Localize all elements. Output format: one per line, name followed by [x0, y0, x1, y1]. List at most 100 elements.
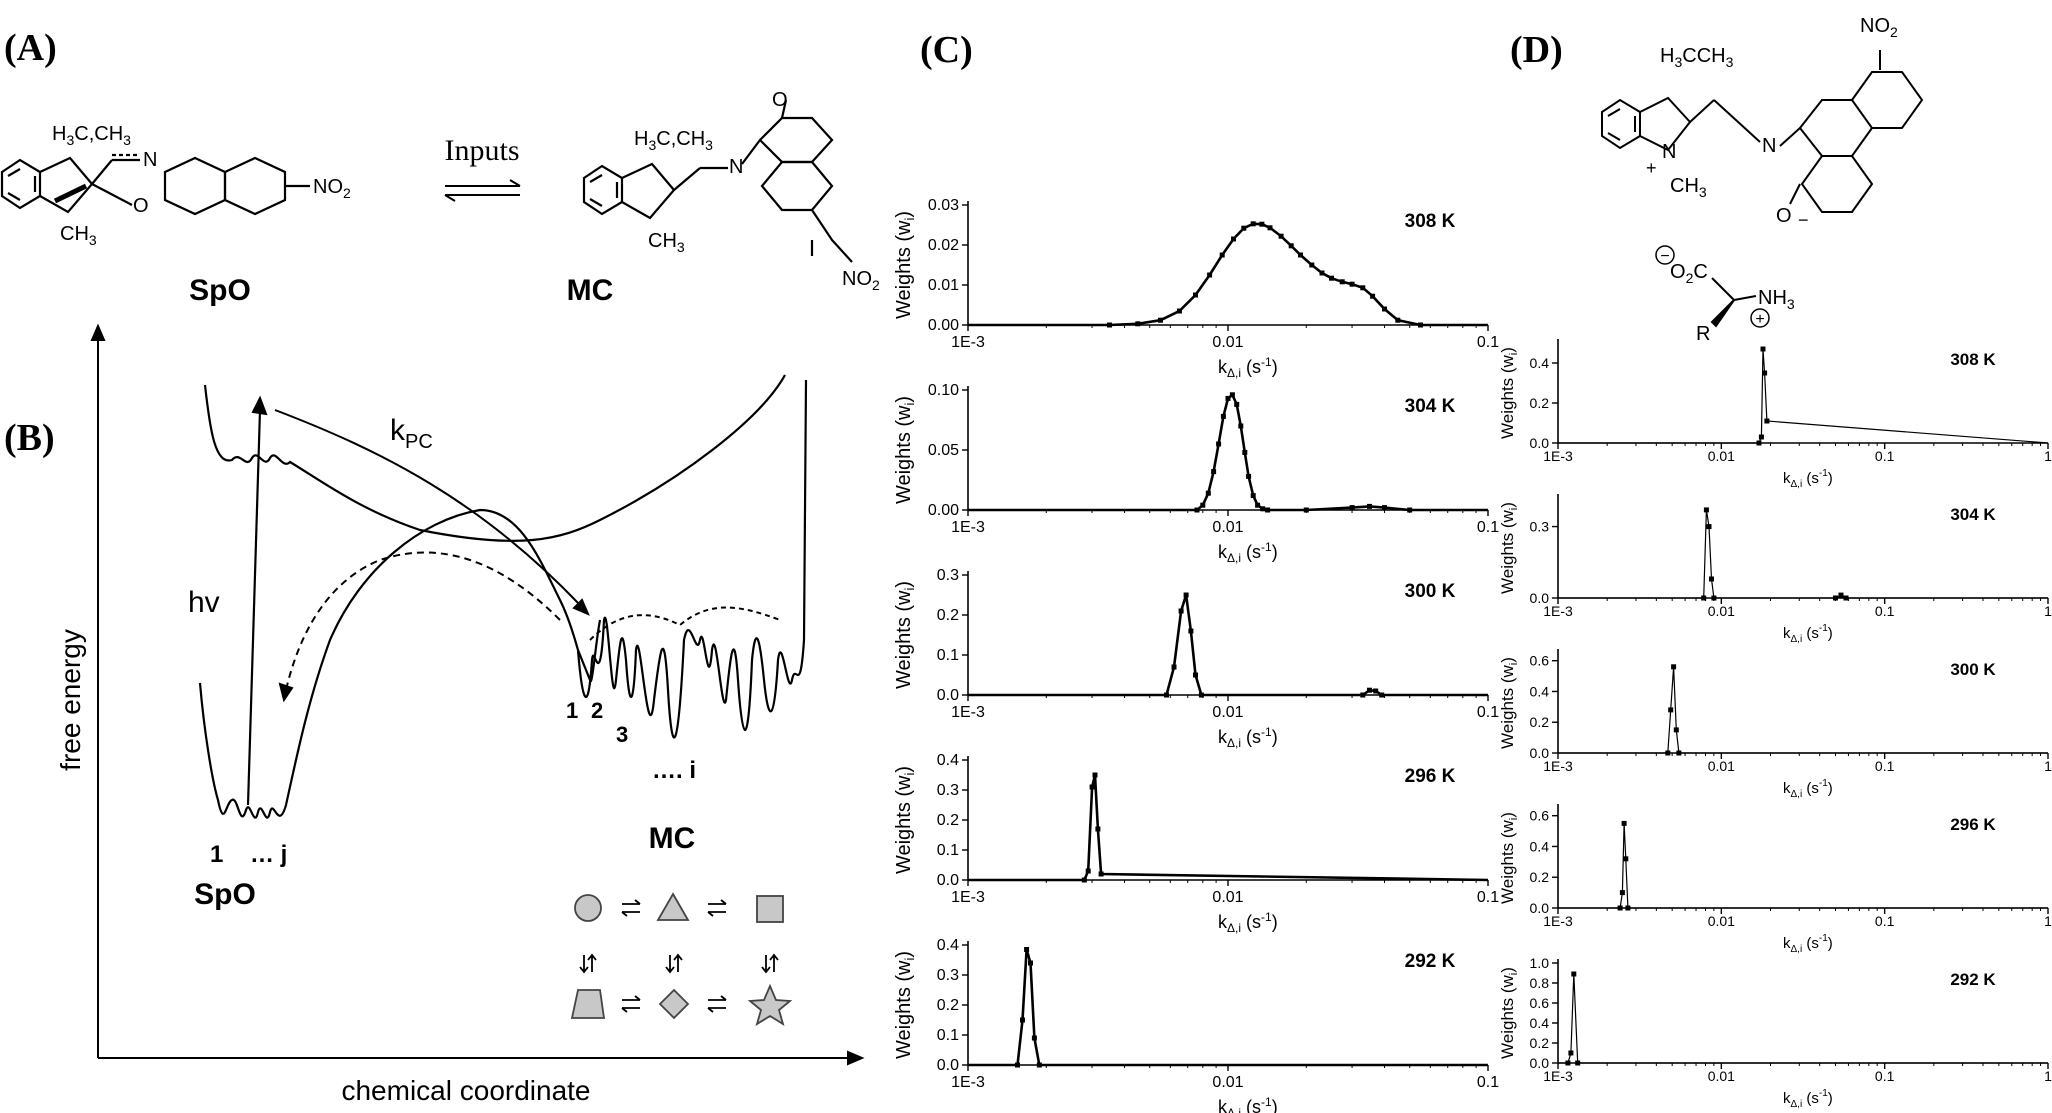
data-point [1207, 272, 1213, 278]
series-line [968, 594, 1488, 697]
svg-text:CH3: CH3 [1670, 175, 1707, 200]
svg-text:NO2: NO2 [1860, 15, 1898, 40]
x-tick-label: 0.1 [1875, 603, 1895, 619]
y-tick-label: 0.6 [1530, 995, 1550, 1011]
trapezoid-icon [570, 989, 606, 1019]
y-tick-label: 0.4 [937, 937, 959, 954]
data-point [1031, 1035, 1037, 1041]
y-tick-label: 0.6 [1530, 808, 1550, 824]
data-point [1843, 595, 1849, 601]
panel-a-label: (A) [4, 27, 57, 69]
hv-label: hv [188, 586, 220, 619]
y-tick-label: 0.2 [1530, 1035, 1550, 1051]
data-point [1339, 279, 1345, 285]
spo-well-label: SpO [194, 878, 256, 911]
y-tick-label: 0.2 [937, 812, 959, 829]
data-point [1360, 692, 1366, 698]
mc-name: MC [567, 274, 614, 307]
mc-molecule [582, 99, 853, 263]
data-point [1619, 890, 1625, 896]
data-point [1164, 692, 1169, 698]
data-point [1382, 306, 1387, 312]
y-tick-label: 0.1 [937, 842, 959, 859]
data-point [1756, 440, 1762, 446]
data-point [1241, 225, 1247, 231]
y-tick-label: 0.2 [1530, 869, 1550, 885]
x-axis-label: kΔ,i (s-1) [1783, 933, 1833, 955]
data-point [1676, 750, 1682, 756]
x-axis-label: kΔ,i (s-1) [1218, 355, 1278, 380]
equilibrium-arrows-icon [579, 899, 779, 1013]
data-point [1575, 1060, 1581, 1066]
mc-well-2: 2 [591, 698, 603, 723]
data-point [1298, 252, 1303, 258]
mc-well-3: 3 [616, 722, 628, 747]
data-point [1200, 502, 1206, 508]
energy-axes [90, 323, 865, 1066]
x-tick-label: 0.1 [1875, 448, 1895, 464]
temperature-label: 296 K [1950, 815, 1996, 834]
x-tick-label: 0.01 [1708, 913, 1735, 929]
x-tick-label: 0.01 [1708, 448, 1735, 464]
y-tick-label: 0.00 [928, 317, 959, 334]
x-axis-label: kΔ,i (s-1) [1218, 540, 1278, 565]
transition-arrows [251, 395, 781, 703]
y-tick-label: 0.3 [1530, 519, 1550, 535]
x-axis-label: kΔ,i (s-1) [1783, 623, 1833, 645]
svg-text:+: + [1755, 311, 1764, 328]
svg-text:−: − [1798, 210, 1809, 230]
data-point [1095, 826, 1101, 832]
y-tick-label: 0.2 [937, 607, 959, 624]
data-point [1250, 221, 1256, 227]
merocyanine-molecule [1601, 50, 1924, 213]
data-point [1833, 595, 1838, 601]
temperature-label: 300 K [1950, 660, 1996, 679]
x-tick-label: 1E-3 [1543, 913, 1573, 929]
x-tick-label: 1E-3 [951, 334, 985, 351]
x-tick-label: 1E-3 [1543, 448, 1573, 464]
mc-molecule-text: O H3C,CH3 N CH3 NO2 [634, 89, 880, 293]
y-tick-label: 0.0 [1530, 745, 1550, 761]
x-tick-label: 1E-3 [951, 519, 985, 536]
data-point [1706, 524, 1712, 530]
y-axis-label: Weights (wi) [1498, 657, 1520, 749]
y-axis-label: Weights (wi) [1498, 347, 1520, 439]
data-point [1617, 905, 1623, 911]
data-point [1246, 473, 1252, 479]
spo-well-j: … j [250, 841, 287, 868]
data-point [1211, 469, 1217, 475]
svg-text:NH3: NH3 [1758, 287, 1795, 312]
series-line [968, 222, 1488, 327]
y-tick-label: 0.0 [1530, 435, 1550, 451]
x-tick-label: 0.01 [1212, 704, 1243, 721]
mc-well-label: MC [649, 822, 696, 855]
x-tick-label: 0.1 [1477, 704, 1499, 721]
svg-text:N: N [1762, 135, 1776, 157]
y-tick-label: 0.3 [937, 782, 959, 799]
x-tick-label: 0.1 [1477, 334, 1499, 351]
temperature-label: 308 K [1405, 211, 1456, 232]
svg-text:R: R [1696, 323, 1710, 345]
data-point [1665, 750, 1671, 756]
data-point [1098, 871, 1104, 877]
data-point [1760, 346, 1766, 352]
data-point [1107, 322, 1112, 328]
inputs-label: Inputs [445, 134, 520, 167]
svg-text:O: O [1776, 205, 1792, 227]
x-tick-label: 0.01 [1212, 889, 1243, 906]
data-point [1225, 395, 1231, 401]
data-point [1309, 262, 1315, 268]
data-point [1265, 507, 1271, 513]
data-point [1668, 707, 1674, 713]
x-tick-label: 1 [2044, 448, 2052, 464]
data-point [1288, 243, 1294, 249]
x-tick-label: 1 [2044, 1068, 2052, 1084]
y-tick-label: 0.0 [937, 872, 959, 889]
